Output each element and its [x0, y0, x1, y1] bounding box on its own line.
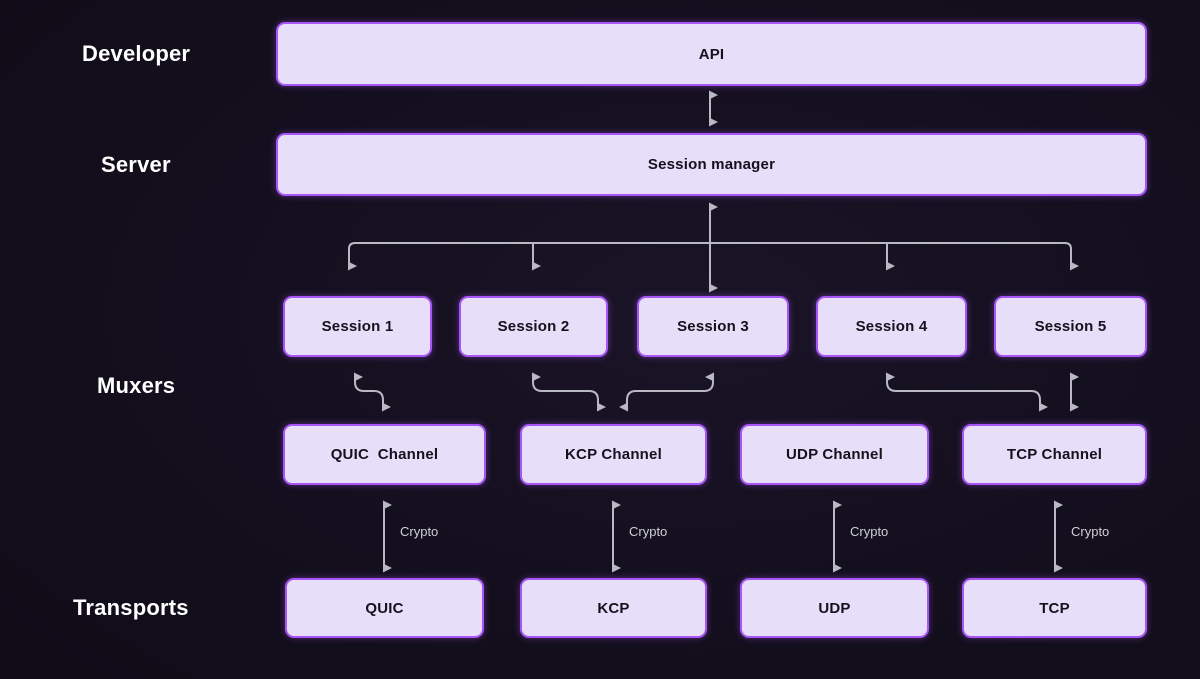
connector-session2-kcpchannel: [532, 372, 606, 412]
node-quic-transport[interactable]: QUIC: [285, 578, 484, 638]
node-kcp-transport[interactable]: KCP: [520, 578, 707, 638]
node-api[interactable]: API: [276, 22, 1147, 86]
node-session-4[interactable]: Session 4: [816, 296, 967, 357]
row-label-muxers: Muxers: [97, 373, 176, 398]
node-quic-channel[interactable]: QUIC Channel: [283, 424, 486, 485]
node-session-5[interactable]: Session 5: [994, 296, 1147, 357]
row-label-server: Server: [101, 152, 171, 177]
node-kcp-channel[interactable]: KCP Channel: [520, 424, 707, 485]
node-session-2[interactable]: Session 2: [459, 296, 608, 357]
node-udp-transport[interactable]: UDP: [740, 578, 929, 638]
edge-label-crypto-udp: Crypto: [850, 524, 889, 539]
node-session-1[interactable]: Session 1: [283, 296, 432, 357]
connector-session1-quicchannel: [354, 372, 391, 412]
connector-session4-tcpchannel: [886, 372, 1048, 412]
node-session-3[interactable]: Session 3: [637, 296, 789, 357]
edge-label-crypto-tcp: Crypto: [1071, 524, 1110, 539]
edge-label-crypto-quic: Crypto: [400, 524, 439, 539]
connector-session3-kcpchannel: [619, 372, 714, 412]
row-label-transports: Transports: [73, 595, 189, 620]
node-session-manager[interactable]: Session manager: [276, 133, 1147, 196]
edge-label-crypto-kcp: Crypto: [629, 524, 668, 539]
node-udp-channel[interactable]: UDP Channel: [740, 424, 929, 485]
node-tcp-channel[interactable]: TCP Channel: [962, 424, 1147, 485]
row-label-developer: Developer: [82, 41, 191, 66]
node-tcp-transport[interactable]: TCP: [962, 578, 1147, 638]
